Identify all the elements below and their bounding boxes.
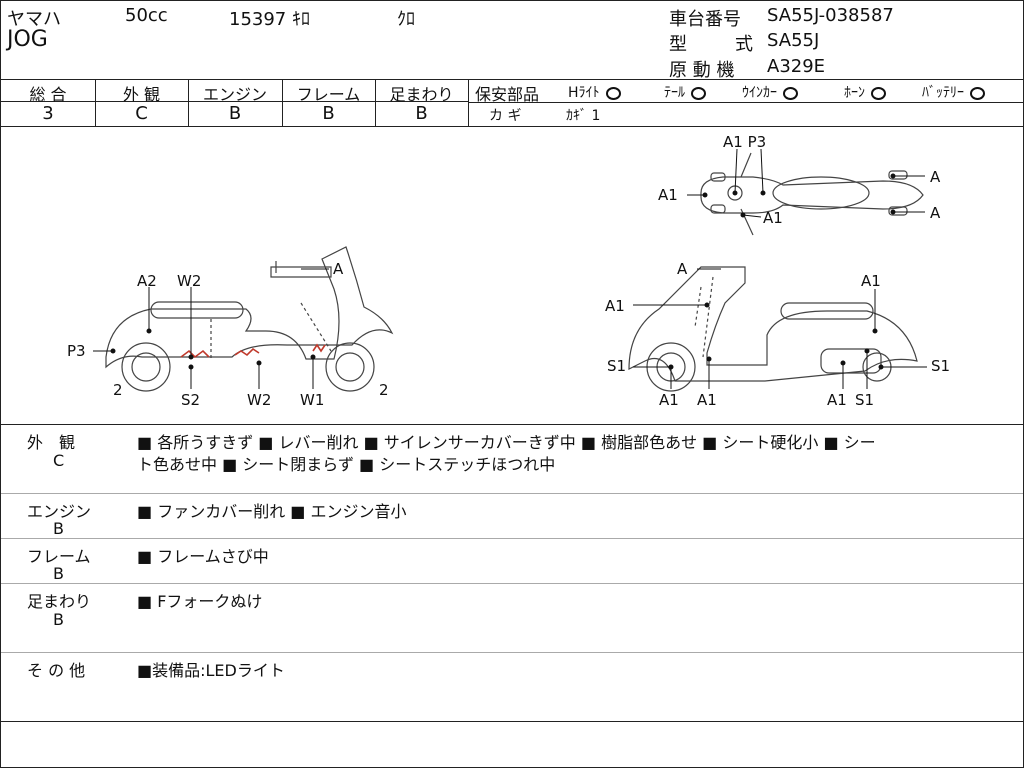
label-top-a-lower: A — [930, 204, 941, 222]
divider — [1, 126, 1023, 127]
remark-suspension-label: 足まわり — [27, 592, 92, 611]
grade-suspension-value: B — [415, 103, 428, 124]
safety-battery: ﾊﾞｯﾃﾘｰ — [922, 82, 985, 102]
remark-suspension-line-1: ■ Fフォークぬけ — [137, 592, 263, 611]
safety-headlight: Hﾗｲﾄ — [568, 82, 621, 102]
label-top-a1-bottom: A1 — [763, 209, 783, 227]
label-left-2: 2 — [113, 381, 123, 399]
remark-frame-line-1: ■ フレームさび中 — [137, 547, 269, 566]
safety-label: 保安部品 — [475, 85, 540, 104]
label-left-s2: S2 — [181, 391, 200, 409]
remark-exterior-line-1: ■ 各所うすきず ■ レバー削れ ■ サイレンサーカバーきず中 ■ 樹脂部色あせ… — [137, 433, 876, 452]
type-label-2: 式 — [735, 34, 753, 55]
label-right-a: A — [677, 260, 688, 278]
mileage: 15397 ｷﾛ — [229, 9, 310, 30]
grade-overall-label: 総 合 — [29, 85, 67, 104]
damage-mark — [312, 343, 326, 353]
remark-frame-label: フレーム — [27, 547, 91, 566]
engine-value: A329E — [767, 56, 826, 77]
label-right-s1-right: S1 — [931, 357, 950, 375]
maker: ヤマハ — [7, 9, 61, 30]
safety-winker: ｳｲﾝｶｰ — [742, 82, 798, 102]
label-right-a1-b1: A1 — [659, 391, 679, 409]
remark-frame-grade: B — [53, 564, 64, 583]
color: ｸﾛ — [397, 9, 415, 30]
grade-suspension-label: 足まわり — [389, 85, 454, 104]
label-left-a: A — [333, 260, 344, 278]
label-right-a1-left: A1 — [605, 297, 625, 315]
label-right-a1-top: A1 — [861, 272, 881, 290]
damage-diagram: A1 P3 A1 A1 A A A A2 W2 P3 2 S2 W2 W1 2 … — [67, 133, 950, 409]
model-name: JOG — [7, 27, 48, 52]
label-left-2b: 2 — [379, 381, 389, 399]
grade-exterior-value: C — [135, 103, 148, 124]
remark-other-label: そ の 他 — [27, 661, 86, 680]
chassis-value: SA55J-038587 — [767, 5, 894, 26]
type-value: SA55J — [767, 30, 820, 51]
label-left-w1: W1 — [300, 391, 324, 409]
safety-tail: ﾃｰﾙ — [664, 82, 706, 102]
label-left-w2-top: W2 — [177, 272, 201, 290]
chassis-label: 車台番号 — [669, 9, 741, 30]
label-left-p3: P3 — [67, 342, 86, 360]
grade-frame-label: フレーム — [296, 85, 361, 104]
grade-exterior-label: 外 観 — [122, 85, 161, 104]
key-value: ｶｷﾞ 1 — [566, 108, 601, 124]
label-right-s1-b: S1 — [855, 391, 874, 409]
divider — [1, 101, 468, 102]
remark-suspension-grade: B — [53, 610, 64, 629]
remark-exterior-line-2: ト色あせ中 ■ シート閉まらず ■ シートステッチほつれ中 — [137, 455, 556, 474]
damage-mark — [180, 349, 210, 359]
grade-engine-value: B — [228, 103, 242, 124]
label-right-a1-b3: A1 — [827, 391, 847, 409]
label-right-s1-left: S1 — [607, 357, 626, 375]
key-label: カ ギ — [489, 108, 522, 124]
grade-frame-value: B — [322, 103, 335, 124]
safety-horn: ﾎｰﾝ — [844, 82, 886, 102]
grade-overall-value: 3 — [42, 103, 54, 124]
label-left-w2-bottom: W2 — [247, 391, 271, 409]
remark-engine-label: エンジン — [27, 502, 92, 521]
remark-other-line-1: ■装備品:LEDライト — [137, 661, 285, 680]
label-left-a2: A2 — [137, 272, 157, 290]
label-right-a1-b2: A1 — [697, 391, 717, 409]
right-side-scooter — [628, 266, 918, 392]
label-top-a1-left: A1 — [658, 186, 678, 204]
label-top-a1-p3: A1 P3 — [723, 133, 766, 151]
left-side-scooter — [105, 246, 394, 392]
engine-label: 原 動 機 — [669, 60, 735, 81]
remark-exterior-grade: C — [53, 451, 65, 470]
label-top-a-upper: A — [930, 168, 941, 186]
remark-engine-line-1: ■ ファンカバー削れ ■ エンジン音小 — [137, 502, 407, 521]
damage-mark — [234, 347, 260, 357]
remark-engine-grade: B — [53, 519, 64, 538]
type-label-1: 型 — [669, 34, 687, 55]
displacement: 50cc — [125, 5, 168, 26]
grade-engine-label: エンジン — [202, 85, 267, 104]
divider — [1, 79, 1023, 80]
remark-exterior-label: 外 観 — [27, 433, 76, 452]
